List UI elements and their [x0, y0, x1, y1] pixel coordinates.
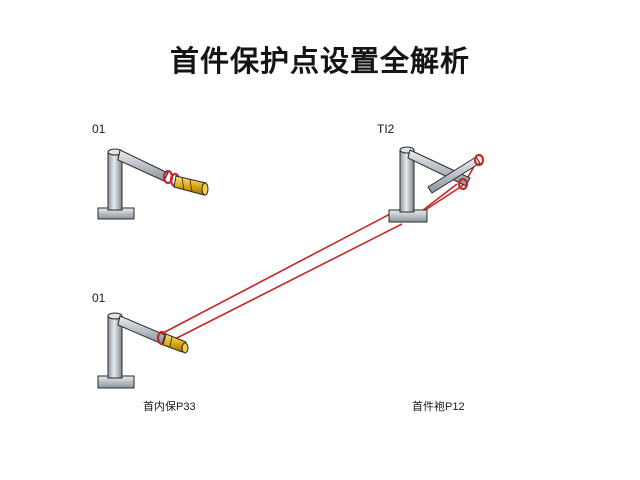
guard-post-icon: [97, 312, 168, 389]
caption-right: 首件袍P12: [412, 401, 465, 413]
rope-line-lower: [166, 223, 403, 344]
rope-line-upper: [162, 212, 393, 334]
rope-line-to-cross: [417, 183, 458, 215]
brass-fitting-icon: [162, 333, 189, 354]
cross-bar-icon: [427, 153, 485, 194]
diagram-title: 首件保护点设置全解析: [169, 44, 470, 78]
label-top-right: TI2: [377, 122, 395, 136]
label-bottom-left: 01: [92, 291, 106, 305]
guard-post-icon: [388, 146, 471, 223]
label-top-left: 01: [92, 122, 106, 136]
guard-post-icon: [97, 148, 181, 220]
caption-left: 首内保P33: [143, 401, 196, 413]
brass-fitting-icon: [173, 175, 209, 196]
